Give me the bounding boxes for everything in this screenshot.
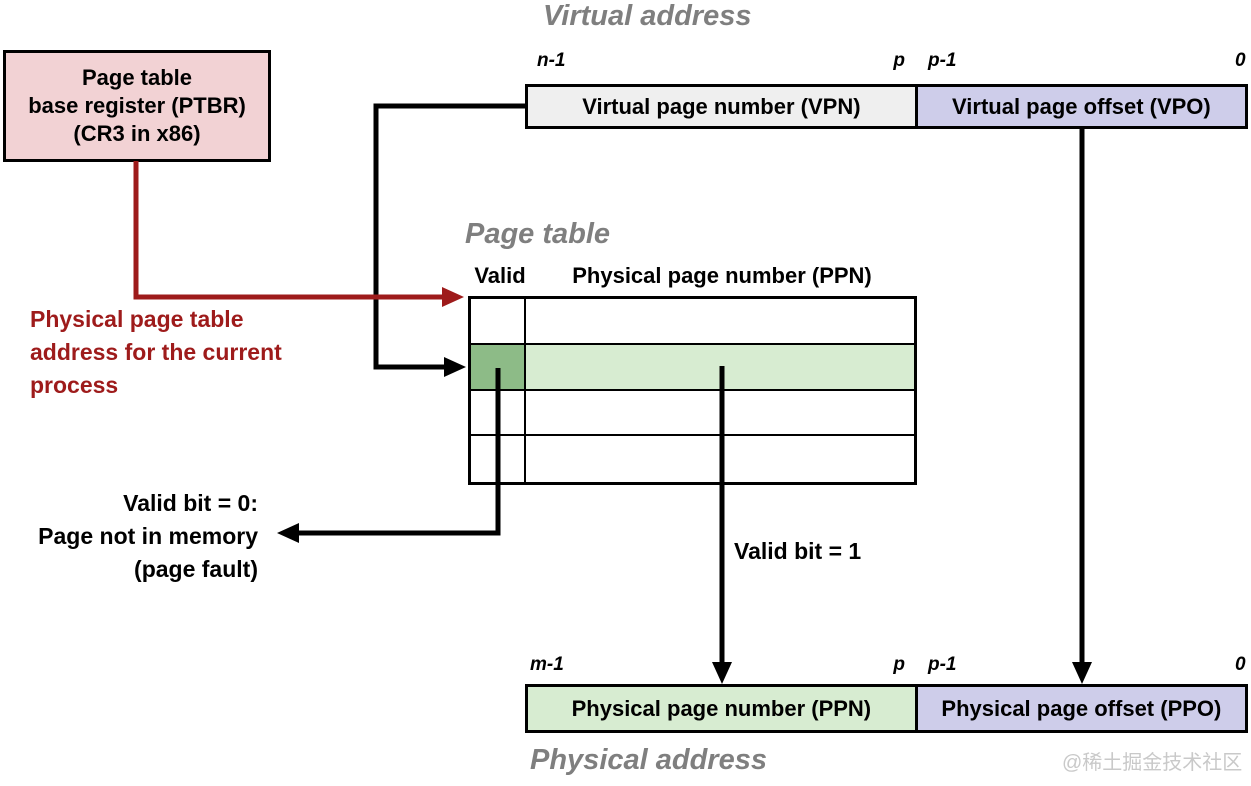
ppn-column-header: Physical page number (PPN) [572, 263, 872, 288]
pa-bit-label-0: 0 [1235, 654, 1246, 675]
vpo-field: Virtual page offset (VPO) [914, 87, 1245, 126]
virtual-address-bar: Virtual page number (VPN) Virtual page o… [525, 84, 1248, 129]
physical-address-bar: Physical page number (PPN) Physical page… [525, 684, 1248, 733]
pa-bit-label-p: p [893, 654, 905, 675]
va-bit-label-p-1: p-1 [928, 50, 957, 71]
red-note-line-2: address for the current [30, 339, 282, 365]
ppo-field: Physical page offset (PPO) [914, 687, 1245, 730]
vpn-field: Virtual page number (VPN) [528, 87, 915, 126]
physical-address-title: Physical address [530, 744, 767, 776]
page-table-ppn-cell [526, 436, 914, 482]
valid-bit-0-note: Valid bit = 0: Page not in memory (page … [0, 487, 258, 586]
ptbr-box: Page table base register (PTBR) (CR3 in … [3, 50, 271, 162]
ptbr-line-2: base register (PTBR) [28, 93, 246, 119]
page-table-valid-cell [471, 436, 526, 482]
page-table-ppn-cell [526, 391, 914, 437]
va-bit-label-0: 0 [1235, 50, 1246, 71]
pa-bit-label-p-1: p-1 [928, 654, 957, 675]
valid-bit-1-note: Valid bit = 1 [734, 538, 862, 564]
ptbr-line-3: (CR3 in x86) [73, 120, 201, 146]
valid0-line-2: Page not in memory [38, 523, 258, 549]
valid0-line-3: (page fault) [134, 556, 258, 582]
watermark: @稀土掘金技术社区 [1062, 752, 1243, 774]
ptbr-line-1: Page table [81, 65, 193, 91]
page-table-title: Page table [465, 218, 611, 250]
red-note-line-3: process [30, 372, 119, 398]
ptbr-to-table-arrow-icon [133, 161, 464, 307]
ppn-field: Physical page number (PPN) [528, 687, 915, 730]
page-table-ppn-cell [526, 299, 914, 345]
red-note-line-1: Physical page table [30, 306, 244, 332]
valid0-line-1: Valid bit = 0: [123, 490, 258, 516]
page-table-ppn-cell-highlighted [526, 344, 914, 391]
page-table-valid-cell [471, 390, 526, 437]
va-bit-label-n-1: n-1 [537, 50, 566, 71]
page-table [468, 296, 917, 485]
pa-bit-label-m-1: m-1 [530, 654, 564, 675]
vpo-to-ppo-arrow-icon [1072, 129, 1092, 684]
virtual-address-title: Virtual address [543, 0, 752, 32]
page-table-valid-cell-highlighted [471, 344, 526, 391]
page-table-valid-cell [471, 299, 526, 345]
va-bit-label-p: p [893, 50, 905, 71]
physical-page-table-address-note: Physical page table address for the curr… [30, 303, 330, 402]
